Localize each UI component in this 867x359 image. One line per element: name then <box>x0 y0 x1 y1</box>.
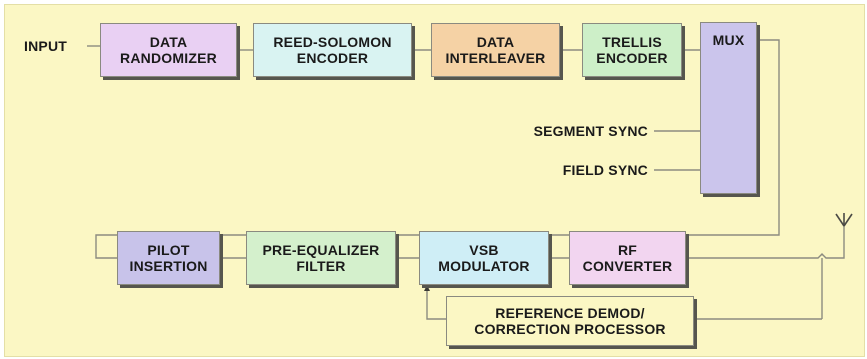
vsb-modulator-line2: MODULATOR <box>438 258 530 274</box>
data-randomizer-block: DATA RANDOMIZER <box>100 23 237 77</box>
rf-converter-block: RF CONVERTER <box>569 231 686 285</box>
data-interleaver-block: DATA INTERLEAVER <box>431 23 560 77</box>
arrow-head <box>424 285 430 291</box>
reed-solomon-line1: REED-SOLOMON <box>273 34 392 50</box>
pre-equalizer-line1: PRE-EQUALIZER <box>262 242 380 258</box>
antenna-icon <box>835 213 853 227</box>
line-rf-to-antenna <box>686 226 845 259</box>
vsb-modulator-block: VSB MODULATOR <box>419 231 549 285</box>
field-sync-label: FIELD SYNC <box>562 162 648 178</box>
pre-equalizer-filter-block: PRE-EQUALIZER FILTER <box>246 231 396 285</box>
reed-solomon-line2: ENCODER <box>296 50 369 66</box>
reference-demod-line1: REFERENCE DEMOD/ <box>495 305 645 321</box>
mux-label: MUX <box>712 32 745 48</box>
pilot-insertion-line1: PILOT <box>147 242 190 258</box>
vsb-modulator-line1: VSB <box>469 242 499 258</box>
mux-block: MUX <box>700 22 757 194</box>
data-randomizer-line1: DATA <box>149 34 188 50</box>
pilot-insertion-line2: INSERTION <box>129 258 208 274</box>
pilot-insertion-block: PILOT INSERTION <box>117 231 220 285</box>
trellis-encoder-line1: TRELLIS <box>602 34 662 50</box>
reed-solomon-encoder-block: REED-SOLOMON ENCODER <box>253 23 412 77</box>
segment-sync-label: SEGMENT SYNC <box>533 123 648 139</box>
trellis-encoder-line2: ENCODER <box>596 50 668 66</box>
data-randomizer-line2: RANDOMIZER <box>120 50 217 66</box>
trellis-encoder-block: TRELLIS ENCODER <box>582 23 682 77</box>
reference-demod-processor-block: REFERENCE DEMOD/ CORRECTION PROCESSOR <box>446 296 694 346</box>
rf-converter-line1: RF <box>617 242 638 258</box>
line-processor-to-vsb <box>426 288 446 320</box>
input-label: INPUT <box>24 38 67 54</box>
pre-equalizer-line2: FILTER <box>296 258 346 274</box>
data-interleaver-line2: INTERLEAVER <box>445 50 546 66</box>
data-interleaver-line1: DATA <box>476 34 515 50</box>
rf-converter-line2: CONVERTER <box>582 258 673 274</box>
reference-demod-line2: CORRECTION PROCESSOR <box>474 321 666 337</box>
